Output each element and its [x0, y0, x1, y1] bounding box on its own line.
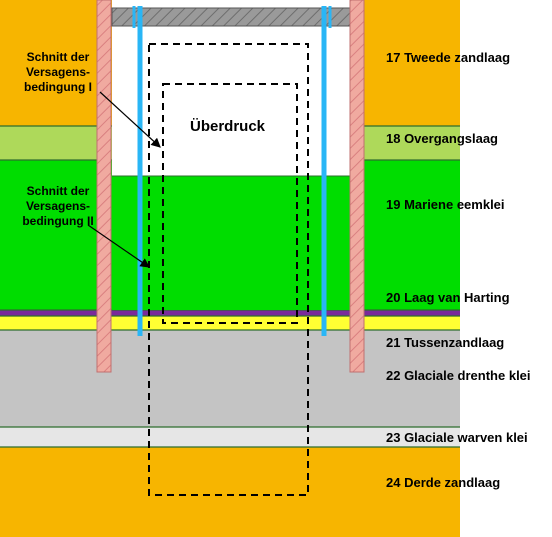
section-one-line-2: Versagens-	[25, 65, 91, 79]
layer-23-band	[0, 427, 460, 447]
failure-boundary-inner	[162, 83, 298, 324]
layer-23-label: 23 Glaciale warven klei	[386, 430, 528, 445]
strut-beam	[111, 7, 351, 27]
layer-18-label: 18 Overgangslaag	[386, 131, 498, 146]
arrow-section-one	[99, 91, 161, 148]
section-one-line-1: Schnitt der	[26, 50, 90, 64]
anchor-tubes	[132, 6, 332, 336]
layer-21-band	[0, 316, 460, 330]
section-one-line-3: bedingung I	[24, 80, 92, 94]
layer-22-band	[0, 330, 460, 427]
layer-22-label: 22 Glaciale drenthe klei	[386, 368, 531, 383]
excavation-bottom-clay	[112, 176, 350, 310]
failure-boundaries	[148, 43, 309, 496]
layer-19-label: 19 Mariene eemklei	[386, 197, 505, 212]
layer-24-label: 24 Derde zandlaag	[386, 475, 501, 490]
layer-21-label: 21 Tussenzandlaag	[386, 335, 505, 350]
layer-17-label: 17 Tweede zandlaag	[386, 50, 511, 65]
section-two-label: Schnitt der Versagens- bedingung II	[4, 184, 112, 229]
section-two-line-2: Versagens-	[25, 199, 91, 213]
layer-24-band	[0, 447, 460, 537]
excavation-pit	[111, 0, 351, 310]
section-one-label: Schnitt der Versagens- bedingung I	[4, 50, 112, 95]
overpressure-label: Überdruck	[190, 118, 266, 135]
section-two-line-3: bedingung II	[22, 214, 94, 228]
arrow-section-two	[87, 224, 150, 268]
layer-20-band	[0, 310, 460, 316]
pile-wall-right	[349, 0, 365, 373]
layer-20-label: 20 Laag van Harting	[386, 290, 510, 305]
soil-layers	[0, 0, 460, 537]
pile-walls	[96, 0, 365, 373]
section-two-line-1: Schnitt der	[26, 184, 90, 198]
annotation-arrows	[87, 91, 161, 268]
failure-boundary-outer	[148, 43, 309, 496]
